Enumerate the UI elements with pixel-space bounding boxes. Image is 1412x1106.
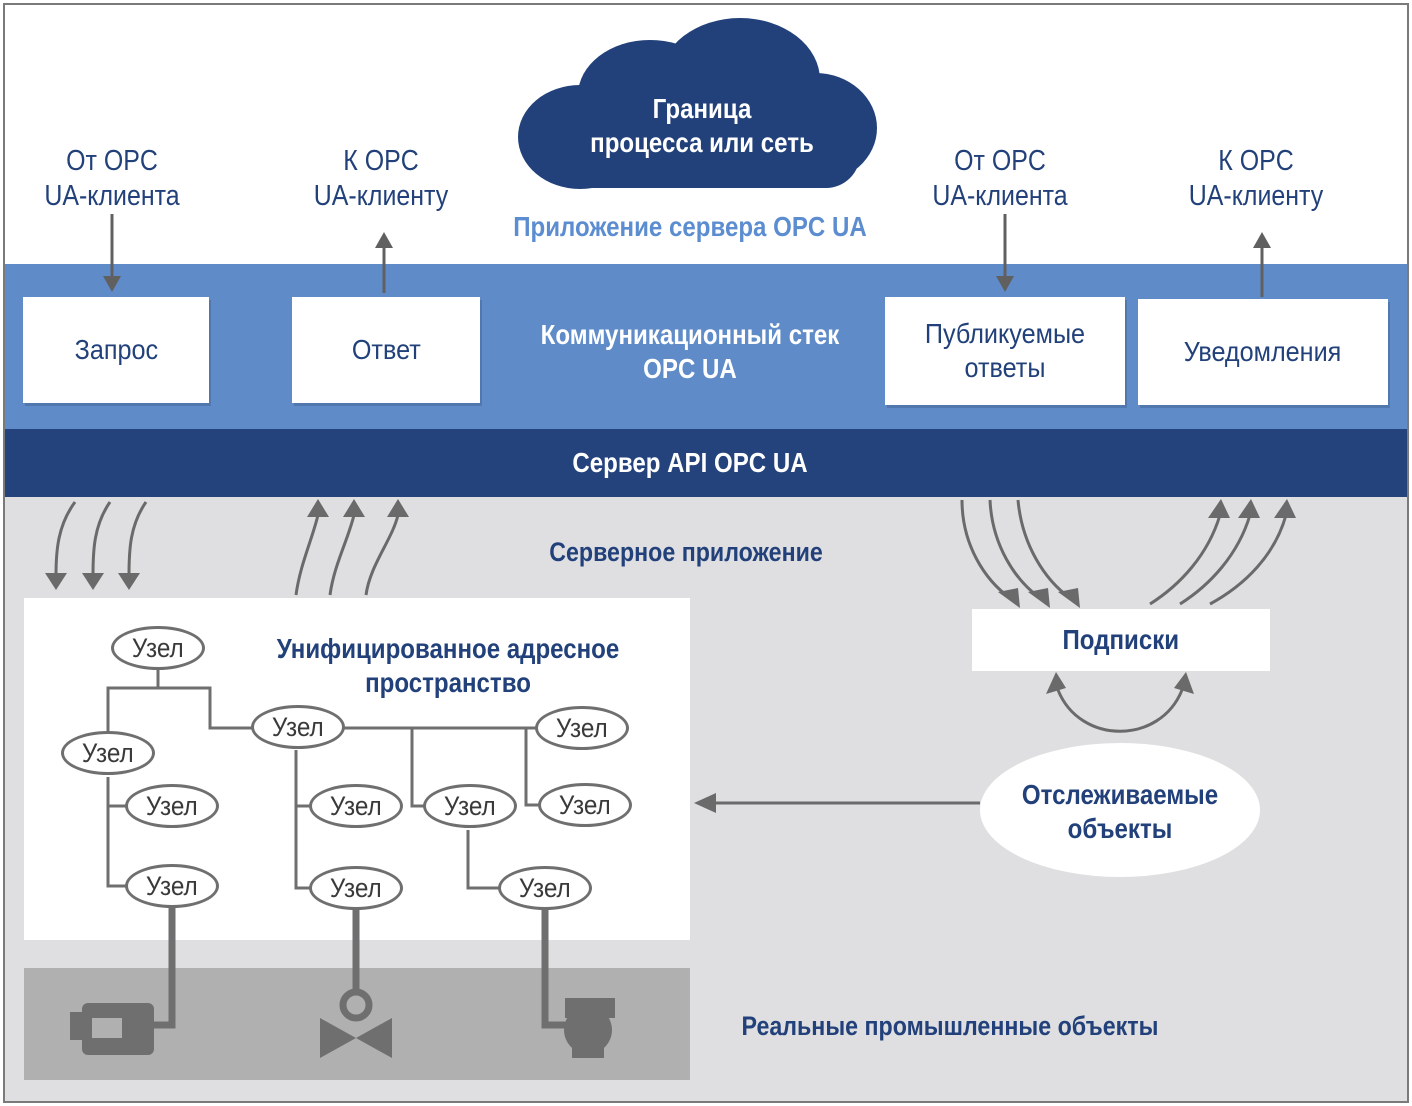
- cloud-label-line1: Граница: [652, 93, 752, 124]
- from-client-1-line1: От OPC: [66, 145, 158, 177]
- published-line2: ответы: [964, 352, 1046, 383]
- app-title: Приложение сервера OPC UA: [513, 211, 867, 242]
- request-box: Запрос: [23, 297, 209, 403]
- node-label: Узел: [330, 790, 382, 821]
- published-line1: Публикуемые: [924, 318, 1086, 350]
- arrow-head-up: [1253, 232, 1271, 248]
- pump-icon: [564, 998, 615, 1058]
- node-left: Узел: [61, 731, 155, 775]
- node-label: Узел: [519, 872, 571, 903]
- arc-head-left: [1046, 672, 1066, 694]
- node-label: Узел: [132, 632, 184, 663]
- node-left-child-2: Узел: [125, 864, 219, 908]
- to-client-label-2: К OPC UA-клиенту: [1189, 144, 1323, 214]
- address-space-title: Унифицированное адресное пространство: [277, 632, 620, 699]
- down-curved-arrows: [54, 501, 148, 576]
- subscriptions-label: Подписки: [1062, 624, 1180, 656]
- cloud-label: Граница процесса или сеть: [590, 92, 814, 159]
- tree-lines: [106, 670, 541, 890]
- object-links: [152, 908, 568, 1029]
- up-curved-arrow-heads: [307, 499, 409, 517]
- node-label: Узел: [556, 712, 608, 743]
- notifications-box: Уведомления: [1138, 299, 1388, 405]
- node-label: Узел: [272, 711, 324, 742]
- to-client-2-line1: К OPC: [1218, 145, 1294, 177]
- real-objects-label: Реальные промышленные объекты: [741, 1011, 1159, 1041]
- response-box: Ответ: [292, 297, 480, 403]
- to-client-1-line1: К OPC: [343, 145, 419, 177]
- monitor-to-space-head: [694, 793, 716, 813]
- monitored-line1: Отслеживаемые: [1021, 779, 1219, 810]
- node-left-child-1: Узел: [125, 784, 219, 828]
- response-label: Ответ: [351, 334, 421, 366]
- api-server-band: [5, 429, 1407, 497]
- client-arrows: [103, 214, 1271, 297]
- from-client-1-line2: UA-клиента: [44, 179, 180, 212]
- node-middle-child-1: Узел: [309, 784, 403, 828]
- from-client-2-line2: UA-клиента: [932, 179, 1068, 212]
- node-label: Узел: [146, 870, 198, 901]
- motor-icon: [70, 1003, 154, 1055]
- node-root: Узел: [111, 626, 205, 670]
- address-space-line2: пространство: [365, 666, 531, 698]
- to-client-1-line2: UA-клиенту: [313, 179, 449, 212]
- to-subscriptions-arrow-heads: [998, 588, 1080, 608]
- request-label: Запрос: [74, 334, 158, 366]
- node-label: Узел: [444, 790, 496, 821]
- node-label: Узел: [559, 789, 611, 820]
- subscription-monitor-arc: [1056, 689, 1184, 733]
- published-responses-box: Публикуемые ответы: [885, 297, 1125, 405]
- from-client-2-line1: От OPC: [954, 145, 1046, 177]
- subscriptions-box: Подписки: [972, 609, 1270, 671]
- node-branch: Узел: [423, 784, 517, 828]
- cloud-shape: [518, 18, 877, 189]
- from-client-label-1: От OPC UA-клиента: [44, 144, 179, 214]
- up-curved-arrows: [294, 514, 400, 596]
- to-client-2-line2: UA-клиенту: [1188, 179, 1324, 212]
- address-space-line1: Унифицированное адресное: [276, 633, 620, 664]
- comm-stack-title-line2: OPC UA: [643, 352, 737, 384]
- node-middle: Узел: [251, 705, 345, 749]
- from-subscriptions-arrows: [1149, 514, 1288, 606]
- cloud-label-line2: процесса или сеть: [590, 126, 814, 158]
- monitored-line2: объекты: [1067, 812, 1173, 844]
- server-app-label: Серверное приложение: [549, 537, 823, 567]
- node-branch-child: Узел: [498, 866, 592, 910]
- comm-stack-title-line1: Коммуникационный стек: [540, 319, 840, 350]
- node-right-2: Узел: [538, 783, 632, 827]
- api-server-label: Сервер API OPC UA: [572, 447, 808, 478]
- arrow-head-down: [103, 276, 121, 292]
- node-label: Узел: [146, 790, 198, 821]
- arc-head-right: [1174, 672, 1194, 694]
- node-label: Узел: [82, 737, 134, 768]
- from-subscriptions-arrow-heads: [1208, 499, 1296, 518]
- monitored-label: Отслеживаемые объекты: [1022, 778, 1218, 845]
- arrow-head-down: [996, 276, 1014, 292]
- to-client-label-1: К OPC UA-клиенту: [314, 144, 448, 214]
- arrow-head-up: [375, 232, 393, 248]
- node-right-1: Узел: [535, 706, 629, 750]
- published-responses-label: Публикуемые ответы: [925, 317, 1085, 384]
- node-label: Узел: [330, 872, 382, 903]
- down-curved-arrow-heads: [45, 573, 140, 590]
- notifications-label: Уведомления: [1184, 336, 1342, 368]
- from-client-label-2: От OPC UA-клиента: [932, 144, 1067, 214]
- node-middle-child-2: Узел: [309, 866, 403, 910]
- comm-stack-title: Коммуникационный стек OPC UA: [541, 318, 840, 385]
- valve-icon: [320, 988, 392, 1058]
- monitored-ellipse: [980, 743, 1260, 877]
